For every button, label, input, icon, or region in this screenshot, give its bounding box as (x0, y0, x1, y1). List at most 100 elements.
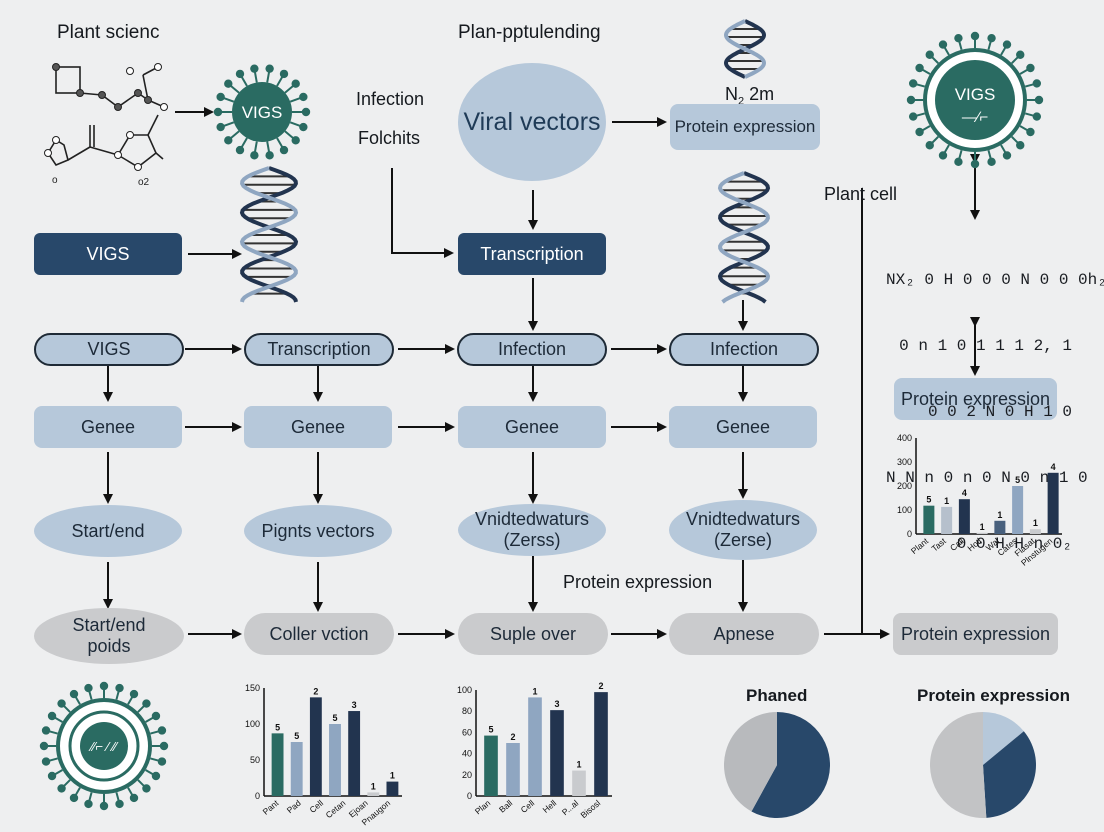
viral-vectors-node[interactable]: Viral vectors (458, 63, 606, 181)
virus-spike (250, 64, 259, 73)
bar (1047, 472, 1059, 534)
virus-spike (47, 711, 57, 721)
x-tick-label: Hell (541, 798, 559, 815)
row6-suple-over-node[interactable]: Suple over (458, 613, 608, 655)
row5-start-end-node[interactable]: Start/end (34, 505, 182, 557)
bar (506, 743, 520, 796)
virus-spike (39, 741, 49, 751)
x-tick-label: Cail (948, 536, 966, 553)
bar (941, 506, 953, 534)
row3-infection-node[interactable]: Infection (457, 333, 607, 366)
bar (594, 692, 608, 796)
virus-spike (954, 33, 963, 43)
virus-bottom-icon: ⁄∕⌐ ⁄ ⁄⁄ (39, 681, 169, 811)
row6-apnese-node[interactable]: Apnese (669, 613, 819, 655)
bar-value-label: 1 (997, 510, 1002, 520)
virus-bottom-text: ⁄∕⌐ ⁄ ⁄⁄ (88, 739, 118, 754)
row5-pignts-vectors-node[interactable]: Pignts vectors (244, 505, 392, 557)
row3-infection-node-2[interactable]: Infection (669, 333, 819, 366)
bar (572, 770, 586, 796)
y-tick-label: 100 (897, 505, 912, 515)
row4-genee-node-2[interactable]: Genee (244, 406, 392, 448)
matrix-line: N N n 0 n 0 N 0 n 1 0 (886, 469, 1088, 487)
y-tick-label: 0 (907, 529, 912, 539)
virus-spike (57, 699, 66, 708)
virus-spike (301, 107, 311, 117)
bar (923, 505, 935, 534)
virus-spike (157, 757, 167, 766)
row5-vnidtedwaturs-node-2[interactable]: Vnidtedwaturs (Zerse) (669, 500, 817, 560)
virus-spike (41, 726, 51, 735)
virus-spike (115, 683, 124, 693)
bar (290, 742, 303, 796)
row6-protein-expression-node[interactable]: Protein expression (893, 613, 1058, 655)
virus-spike (1034, 95, 1044, 105)
y-tick-label: 40 (462, 749, 472, 759)
y-tick-label: 80 (462, 706, 472, 716)
x-tick-label: Cell (519, 798, 537, 815)
x-tick-label: Tast (930, 535, 949, 553)
virus-spike (906, 95, 916, 105)
vigs-dark-node[interactable]: VIGS (34, 233, 182, 275)
pie-phaned-title: Phaned (746, 686, 808, 705)
bar-value-label: 4 (962, 488, 967, 498)
virus-vigs-right-icon: VIGS —∕⌐ (906, 31, 1044, 169)
virus-spike (925, 50, 934, 59)
bar-value-label: 1 (576, 760, 581, 770)
row4-genee-node-3[interactable]: Genee (458, 406, 606, 448)
y-tick-label: 50 (250, 755, 260, 765)
virus-spike (69, 689, 79, 699)
y-tick-label: 100 (245, 719, 260, 729)
bar (386, 781, 399, 796)
transcription-dark-node[interactable]: Transcription (458, 233, 606, 275)
bar (1029, 529, 1041, 534)
row4-genee-node-4[interactable]: Genee (669, 406, 817, 448)
virus-spike (908, 112, 918, 121)
vigs-right-subtext: —∕⌐ (962, 109, 989, 126)
protein-expression-top-node[interactable]: Protein expression (670, 104, 820, 150)
pie-slice (983, 712, 1024, 765)
pie-slice (751, 712, 830, 818)
matrix-line: 0 0 H H n 0₂ (956, 535, 1072, 553)
virus-spike (1026, 127, 1035, 137)
plant-science-label: Plant scienc (57, 22, 160, 43)
pie-slice (983, 731, 1036, 818)
virus-spike (216, 122, 225, 132)
virus-spike (987, 157, 996, 167)
infection-label: Infection (356, 89, 425, 109)
bar (367, 792, 380, 796)
protein-expression-right-node[interactable]: Protein expression (894, 378, 1057, 420)
row4-genee-node[interactable]: Genee (34, 406, 182, 448)
row6-coller-vction-node[interactable]: Coller vction (244, 613, 394, 655)
row3-transcription-node[interactable]: Transcription (244, 333, 394, 366)
bar-value-label: 5 (1015, 475, 1020, 485)
bar-value-label: 1 (980, 522, 985, 532)
virus-spike (142, 784, 151, 793)
virus-spike (57, 784, 66, 793)
pie-slice (724, 712, 777, 812)
row6-start-end-poids-node[interactable]: Start/end poids (34, 608, 184, 664)
pie-slice (929, 712, 987, 818)
virus-spike (151, 711, 161, 721)
virus-spike (279, 69, 289, 79)
virus-spike (265, 64, 274, 73)
data-matrix: NX₂ 0 H 0 0 0 N 0 0 0h₂ 0 n 1 0 1 1 1 2,… (886, 225, 1104, 577)
virus-spike (224, 79, 233, 88)
bar (976, 532, 988, 534)
virus-spike (1016, 50, 1025, 59)
matrix-line: 0 n 1 0 1 1 1 2, 1 (899, 337, 1072, 355)
virus-spike (1026, 63, 1035, 73)
n2-label: N2 2m (725, 84, 775, 108)
folchits-label: Folchits (358, 128, 421, 148)
virus-spike (954, 157, 963, 167)
y-tick-label: 0 (467, 791, 472, 801)
virus-spike (925, 141, 934, 150)
virus-spike (151, 771, 161, 781)
row3-vigs-node[interactable]: VIGS (34, 333, 184, 366)
virus-spike (987, 33, 996, 43)
x-tick-label: Pant (261, 797, 281, 816)
virus-vigs-top-icon: VIGS (213, 64, 311, 160)
virus-spike (224, 136, 233, 145)
row5-vnidtedwaturs-node[interactable]: Vnidtedwaturs (Zerss) (458, 504, 606, 556)
